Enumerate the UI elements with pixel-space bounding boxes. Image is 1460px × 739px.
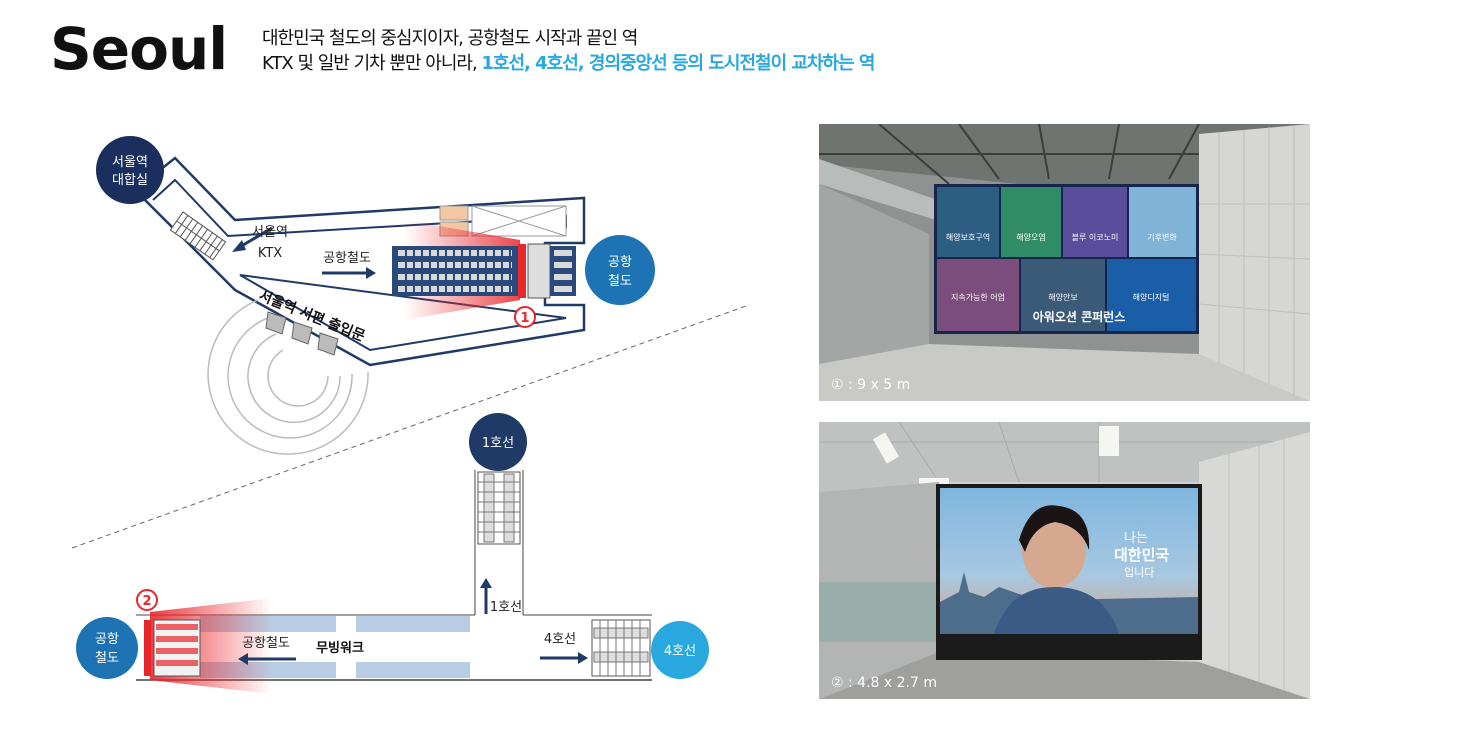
airport-rail-label: 공항철도: [323, 251, 371, 266]
photo-display-2: 나는 대한민국 입니다 ② : 4.8 x 2.7 m: [819, 422, 1310, 699]
moving-walk-top-2: [356, 616, 470, 632]
photo-1-tile-2: 해양오염: [1016, 232, 1045, 242]
line4-circle: [651, 621, 709, 679]
seoul-hall-circle: [96, 136, 164, 204]
moving-walk-bottom-2: [356, 662, 470, 678]
photo-1-caption: ① : 9 x 5 m: [831, 377, 911, 393]
airport-circle-lower-label-1: 공항: [95, 632, 119, 647]
page-title: Seoul: [50, 15, 228, 83]
upper-gates: [392, 243, 576, 299]
airport-circle-upper-label-1: 공항: [608, 255, 632, 270]
plaza-arcs: [207, 299, 369, 455]
description-line-1: 대한민국 철도의 중심지이자, 공항철도 시작과 끝인 역: [262, 28, 638, 49]
upper-escalator: [169, 211, 227, 261]
photo-display-1: 해양보호구역 해양오염 블루 이코노미 기후변화 지속가능한 어업 해양안보 해…: [819, 124, 1310, 401]
ktx-label-2: KTX: [258, 246, 282, 261]
photo-2-overlay-3: 입니다: [1124, 566, 1154, 579]
photo-1-tile-5: 지속가능한 어업: [951, 292, 1005, 302]
marker-1-label: 1: [520, 311, 529, 326]
photo-1-tile-3: 블루 이코노미: [1072, 232, 1119, 242]
line4-circle-label: 4호선: [664, 644, 696, 659]
revolving-doors: [265, 311, 339, 356]
photo-2-overlay-2: 대한민국: [1114, 546, 1169, 564]
line1-circle: [469, 413, 527, 471]
description-line-2-highlight: 1호선, 4호선, 경의중앙선 등의 도시전철이 교차하는 역: [481, 53, 875, 74]
line4-escalator: [591, 619, 651, 677]
section-divider: [71, 305, 747, 549]
line1-circle-label: 1호선: [482, 436, 514, 451]
photo-1-tile-1: 해양보호구역: [946, 232, 990, 242]
seoul-hall-label-2: 대합실: [112, 173, 148, 188]
seoul-hall-label-1: 서울역: [112, 155, 148, 170]
header-description: 대한민국 철도의 중심지이자, 공항철도 시작과 끝인 역 KTX 및 일반 기…: [262, 26, 875, 76]
lower-gates-left: [144, 619, 201, 677]
airport-arrow-label: 공항철도: [242, 636, 290, 651]
kiosk-box: [439, 205, 469, 221]
line4-arrow-label: 4호선: [544, 632, 576, 647]
photo-2-scene: 나는 대한민국 입니다: [819, 422, 1310, 699]
station-map: 1 서울역 KTX 공항철도 서울역 서편 출입문 서울역 대합실 공항 철도: [71, 136, 747, 694]
photo-2-caption: ② : 4.8 x 2.7 m: [831, 675, 937, 691]
description-line-2: KTX 및 일반 기차 뿐만 아니라, 1호선, 4호선, 경의중앙선 등의 도…: [262, 51, 875, 76]
moving-walk-label: 무빙워크: [316, 641, 364, 656]
marker-2: [136, 589, 158, 611]
line1-escalator: [477, 471, 521, 545]
photo-1-tile-7: 해양디지털: [1133, 292, 1170, 302]
photo-1-tile-4: 기후변화: [1147, 232, 1177, 242]
photo-1-banner: 아워오션 콘퍼런스: [1033, 309, 1126, 324]
line1-arrow-label: 1호선: [490, 600, 522, 615]
marker-2-label: 2: [142, 594, 151, 609]
airport-circle-upper: [585, 235, 655, 305]
photo-1-tile-6: 해양안보: [1048, 292, 1077, 302]
airport-circle-upper-label-2: 철도: [608, 274, 632, 289]
ktx-label-1: 서울역: [252, 225, 288, 240]
description-line-2-plain: KTX 및 일반 기차 뿐만 아니라,: [262, 53, 482, 74]
airport-circle-lower: [76, 617, 138, 679]
photo-1-scene: 해양보호구역 해양오염 블루 이코노미 기후변화 지속가능한 어업 해양안보 해…: [819, 124, 1310, 401]
photo-2-overlay-1: 나는: [1124, 531, 1148, 546]
airport-circle-lower-label-2: 철도: [95, 651, 119, 666]
marker-1: [514, 306, 536, 328]
